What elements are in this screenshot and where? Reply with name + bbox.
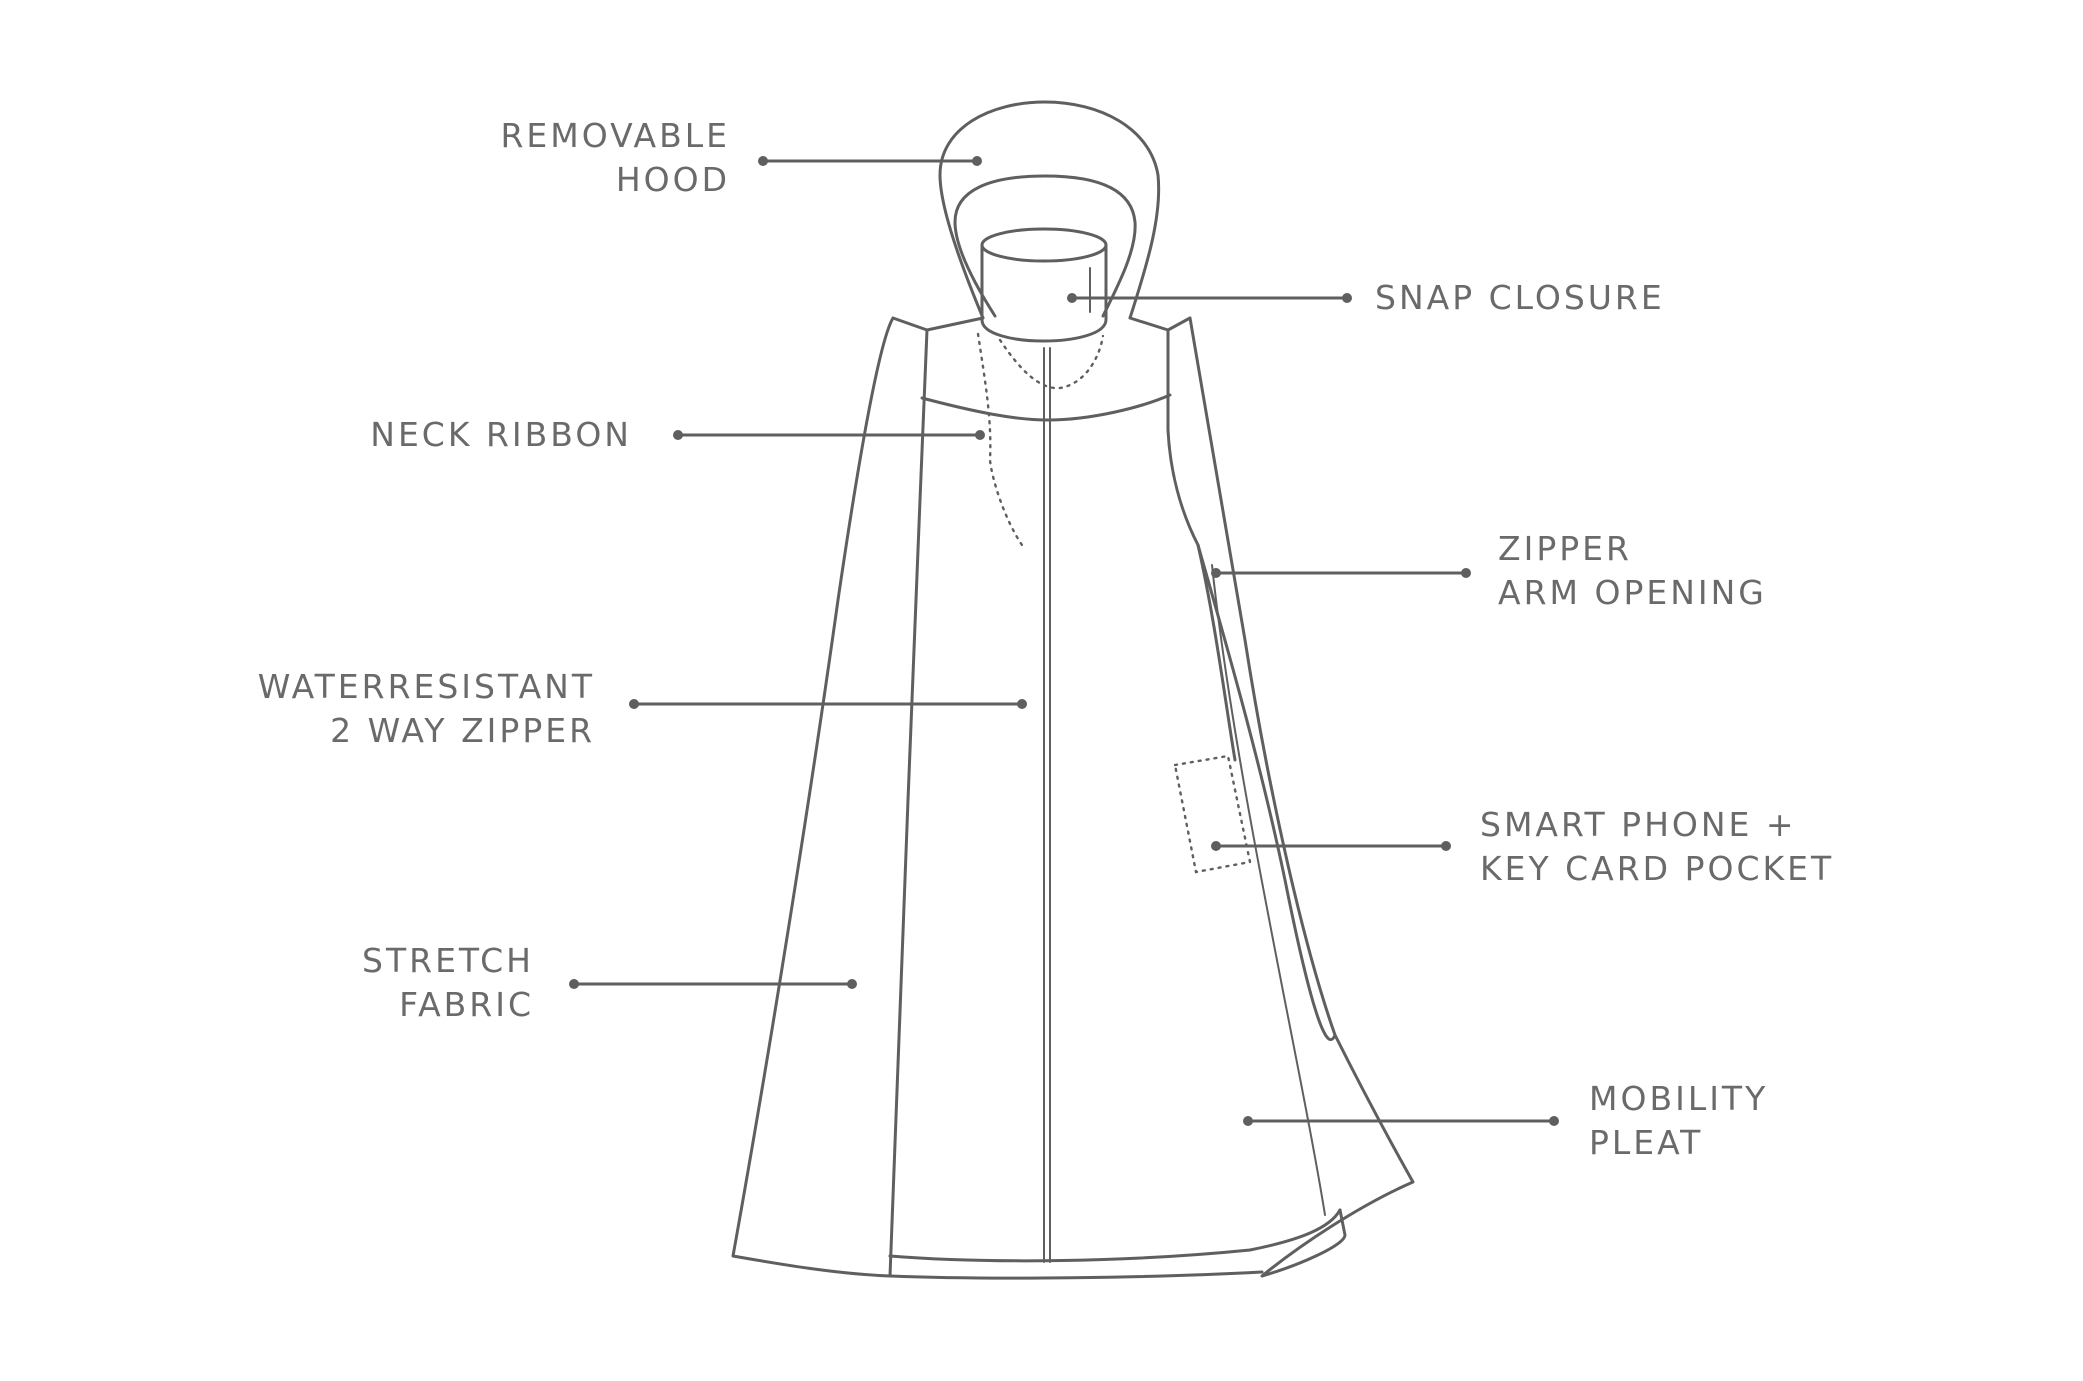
removable-hood-label-1: REMOVABLE [500, 116, 730, 155]
mobility-pleat-label-2: PLEAT [1589, 1123, 1703, 1162]
hood-inner [953, 174, 1137, 318]
snap-closure-dot-end [1342, 293, 1352, 303]
zipper-arm-dot-end [1461, 568, 1471, 578]
zipper-arm-dot-start [1211, 568, 1221, 578]
zipper-label-1: WATERRESISTANT [258, 667, 595, 706]
stretch-fabric-dot-start [569, 979, 579, 989]
stretch-fabric-label-2: FABRIC [399, 985, 534, 1024]
neck-ribbon-label: NECK RIBBON [370, 415, 632, 454]
pocket-dot-start [1211, 841, 1221, 851]
removable-hood-dot-end [972, 156, 982, 166]
stretch-fabric-label-1: STRETCH [362, 941, 534, 980]
pocket-outline [1173, 754, 1252, 874]
snap-closure-dot-start [1067, 293, 1077, 303]
mobility-pleat-line [1211, 564, 1326, 1216]
shoulder-left [891, 316, 985, 332]
pocket-label-1: SMART PHONE + [1480, 805, 1797, 844]
collar-top [980, 227, 1108, 263]
cape-left-outer [731, 316, 895, 1278]
cape-right-outer [1188, 316, 1415, 1278]
yoke-seam [920, 393, 1172, 422]
zipper-dot-start [629, 699, 639, 709]
snap-closure-label: SNAP CLOSURE [1375, 278, 1665, 317]
zipper-dot-end [1017, 699, 1027, 709]
hem-bottom [888, 1270, 1264, 1280]
mobility-pleat-dot-end [1549, 1116, 1559, 1126]
shoulder-right [1128, 316, 1192, 332]
callout-2way-zipper: WATERRESISTANT 2 WAY ZIPPER [258, 667, 1027, 750]
mobility-pleat-dot-start [1243, 1116, 1253, 1126]
collar-body [980, 243, 1108, 343]
callout-zipper-arm-opening: ZIPPER ARM OPENING [1211, 529, 1767, 612]
zipper-label-2: 2 WAY ZIPPER [330, 711, 595, 750]
callout-snap-closure: SNAP CLOSURE [1067, 278, 1665, 317]
neck-ribbon-curve [998, 334, 1105, 390]
stretch-fabric-dot-end [847, 979, 857, 989]
zipper-arm-label-1: ZIPPER [1498, 529, 1632, 568]
callout-removable-hood: REMOVABLE HOOD [500, 116, 982, 199]
neck-ribbon-line [976, 332, 1024, 547]
hood-outer [938, 100, 1161, 320]
cape-right-panel [1166, 328, 1337, 1042]
neck-ribbon-dot-end [975, 430, 985, 440]
callout-stretch-fabric: STRETCH FABRIC [362, 941, 857, 1024]
cape-right-inner-fold [1196, 543, 1237, 762]
removable-hood-dot-start [758, 156, 768, 166]
pocket-dot-end [1441, 841, 1451, 851]
neck-ribbon-dot-start [673, 430, 683, 440]
callout-neck-ribbon: NECK RIBBON [370, 415, 985, 454]
removable-hood-label-2: HOOD [616, 160, 730, 199]
hem-line [888, 1208, 1342, 1263]
raincoat-illustration [731, 100, 1415, 1280]
callout-mobility-pleat: MOBILITY PLEAT [1243, 1079, 1768, 1162]
callout-phone-pocket: SMART PHONE + KEY CARD POCKET [1211, 805, 1834, 888]
cape-left-panel [888, 328, 929, 1278]
pocket-label-2: KEY CARD POCKET [1480, 849, 1834, 888]
mobility-pleat-label-1: MOBILITY [1589, 1079, 1768, 1118]
zipper-arm-label-2: ARM OPENING [1498, 573, 1767, 612]
